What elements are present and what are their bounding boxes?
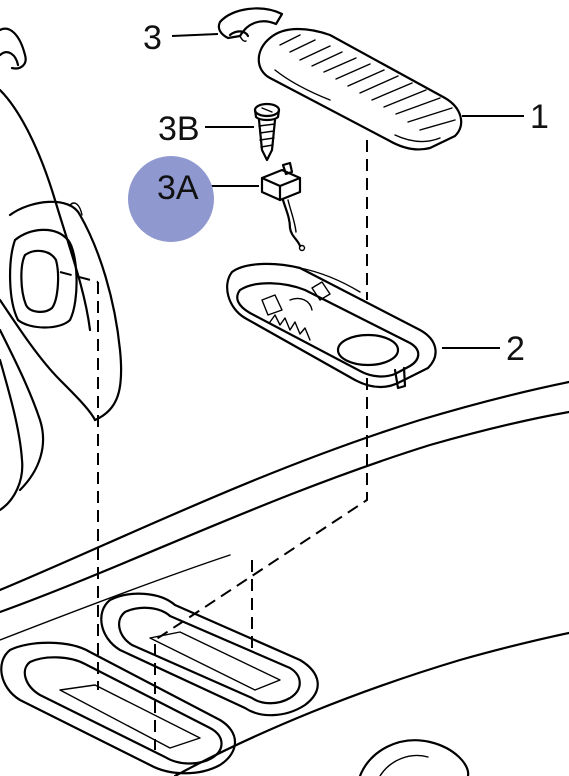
- part-2-housing: [226, 262, 437, 390]
- callout-1: 1: [530, 98, 549, 136]
- part-1-lens-cover: [257, 27, 463, 151]
- callout-3: 3: [143, 19, 162, 57]
- callout-3a: 3A: [157, 169, 199, 207]
- headliner-recesses: [0, 592, 470, 776]
- leader-lines: [59, 33, 524, 349]
- headliner-panel: [0, 380, 569, 776]
- assembly-guide-lines: [97, 282, 368, 750]
- callout-3b: 3B: [158, 110, 200, 148]
- part-3a-switch: [260, 161, 306, 252]
- callout-2: 2: [506, 330, 525, 368]
- part-3-end-cap: [217, 7, 284, 42]
- leader-3: [171, 33, 219, 37]
- part-3b-screw: [253, 102, 281, 162]
- highlight-circle: [128, 156, 214, 242]
- pillar-trim: [0, 27, 123, 512]
